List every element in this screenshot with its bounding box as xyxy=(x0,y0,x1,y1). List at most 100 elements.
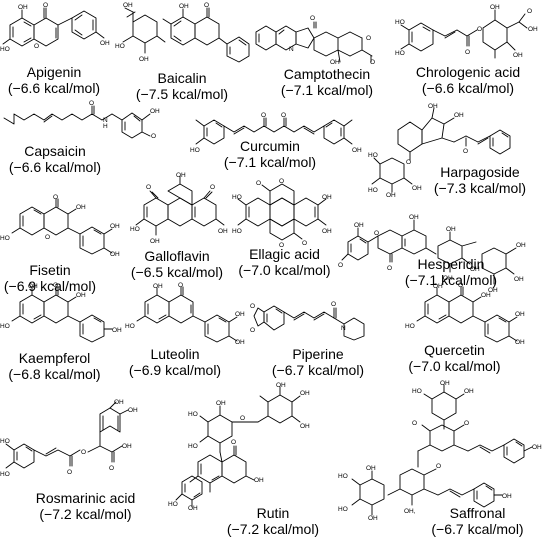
compound-name: Rosmarinic acid xyxy=(35,490,136,506)
oh-label: OH xyxy=(150,108,160,115)
oh-label: OH xyxy=(322,228,332,235)
oh-label: OH xyxy=(128,407,138,414)
oh-label: OH xyxy=(276,382,286,389)
ho-label: HO xyxy=(188,443,198,450)
oh-label: OH xyxy=(368,515,378,522)
o-label: O xyxy=(146,184,151,191)
binding-energy: (−7.1 kcal/mol) xyxy=(404,272,498,288)
capsaicin-structure: O H N OH O xyxy=(0,96,180,141)
compound-name: Luteolin xyxy=(150,346,200,362)
binding-energy: (−7.2 kcal/mol) xyxy=(226,521,320,537)
compound-name: Galloflavin xyxy=(144,248,210,264)
compound-name: Piperine xyxy=(292,346,344,362)
binding-energy: (−6.5 kcal/mol) xyxy=(130,264,224,280)
o-label: O xyxy=(302,240,307,247)
o-label: O xyxy=(250,327,255,334)
hesperidin-structure: OH O O O OH OH OH OH OH OH OH xyxy=(338,202,550,300)
kaempferol-structure: OH O OH HO OH xyxy=(0,282,125,344)
ellagic-acid-structure: O O O O HO HO OH OH xyxy=(232,175,332,249)
o-label: O xyxy=(464,420,469,427)
chlorogenic-acid-structure: HO HO O O OH O OH OH xyxy=(395,0,550,64)
o-label: O xyxy=(240,415,245,422)
compound-name: Quercetin xyxy=(424,342,485,358)
o-label: O xyxy=(281,112,286,119)
galloflavin-label: Galloflavin (−6.5 kcal/mol) xyxy=(127,248,227,280)
compound-name: Ellagic acid xyxy=(249,246,320,262)
oh-label: OH xyxy=(28,283,38,290)
ho-label: HO xyxy=(130,226,140,233)
oh-label: OH xyxy=(488,287,498,294)
saffronal-label: Saffronal (−6.7 kcal/mol) xyxy=(420,505,535,537)
compound-name: Hesperidin xyxy=(417,256,485,272)
capsaicin-label: Capsaicin (−6.6 kcal/mol) xyxy=(0,143,110,175)
rutin-label: Rutin (−7.2 kcal/mol) xyxy=(218,505,328,537)
oh-label: OH xyxy=(532,444,542,451)
kaempferol-label: Kaempferol (−6.8 kcal/mol) xyxy=(2,350,107,382)
o-label: O xyxy=(250,303,255,310)
harpagoside-label: Harpagoside (−7.3 kcal/mol) xyxy=(425,164,535,196)
n-label: N xyxy=(103,117,108,124)
ho-label: HO xyxy=(125,323,135,330)
oh-label: OH xyxy=(515,339,525,346)
compound-name: Fisetin xyxy=(29,262,71,278)
oh-label: OH xyxy=(412,185,422,192)
binding-energy: (−7.1 kcal/mol) xyxy=(223,154,317,170)
fisetin-label: Fisetin (−6.9 kcal/mol) xyxy=(0,262,100,294)
o-label: O xyxy=(178,282,183,289)
oh-label: OH xyxy=(446,226,456,233)
oh-label: OH xyxy=(409,214,419,221)
oh-label: OH xyxy=(114,399,124,406)
oh-label: OH xyxy=(454,112,464,119)
o-label: O xyxy=(53,194,58,201)
luteolin-label: Luteolin (−6.9 kcal/mol) xyxy=(125,346,225,378)
oh-label: OH xyxy=(139,56,149,63)
ho-label: HO xyxy=(0,235,10,242)
quercetin-label: Quercetin (−7.0 kcal/mol) xyxy=(402,342,507,374)
luteolin-structure: OH O HO OH OH xyxy=(125,282,250,346)
binding-energy: (−7.2 kcal/mol) xyxy=(39,506,132,522)
ellagic-acid-label: Ellagic acid (−7.0 kcal/mol) xyxy=(232,246,337,278)
o-label: O xyxy=(89,100,94,107)
oh-label: OH xyxy=(502,493,512,500)
compound-name: Harpagoside xyxy=(440,164,520,180)
ho-label: HO xyxy=(188,411,198,418)
curcumin-structure: O O HO OH xyxy=(190,108,365,156)
compound-name: Saffronal xyxy=(449,505,506,521)
oh-comma-label: OH, xyxy=(404,508,416,515)
quercetin-structure: OH O OH HO OH OH xyxy=(405,282,530,346)
oh-label: OH xyxy=(366,465,376,472)
oh-label: OH xyxy=(216,400,226,407)
ho-label: HO xyxy=(0,46,10,53)
binding-energy: (−6.6 kcal/mol) xyxy=(8,159,102,175)
o-label: O xyxy=(387,265,392,272)
o-label: O xyxy=(109,465,114,472)
binding-energy: (−6.9 kcal/mol) xyxy=(3,278,97,294)
o-label: O xyxy=(366,35,371,42)
oh-label: OH xyxy=(386,192,396,199)
ho-label: HO xyxy=(190,147,200,154)
oh-label: OH xyxy=(100,40,110,47)
ho-label: HO xyxy=(412,388,422,395)
oh-label: OH xyxy=(110,251,120,258)
o-label: O xyxy=(331,301,336,308)
galloflavin-structure: OH O O HO OH OH xyxy=(130,172,230,247)
binding-energy: (−6.9 kcal/mol) xyxy=(128,362,222,378)
oh-label: OH xyxy=(235,339,245,346)
binding-energy: (−7.5 kcal/mol) xyxy=(135,86,229,102)
oh-label: OH xyxy=(470,266,480,273)
o-label: O xyxy=(53,282,58,289)
ho-label: HO xyxy=(0,471,10,478)
compound-name: Curcumin xyxy=(240,138,300,154)
compound-name: Capsaicin xyxy=(24,143,86,159)
rosmarinic-acid-structure: HO HO O O O OH OH OH xyxy=(0,399,150,480)
binding-energy: (−6.7 kcal/mol) xyxy=(271,362,365,378)
n-label: N xyxy=(341,325,346,332)
saffronal-structure: OH OH HO O O OH O OH OH, OH HO HO OH xyxy=(338,380,550,522)
camptothecin-structure: N O O O OH xyxy=(252,4,382,66)
oh-label: OH xyxy=(254,477,264,484)
hesperidin-label: Hesperidin (−7.1 kcal/mol) xyxy=(395,256,507,288)
chlorogenic-acid-label: Chrologenic acid (−6.6 kcal/mol) xyxy=(403,64,533,96)
oh-label: OH xyxy=(481,292,491,299)
oh-label: OH xyxy=(218,228,228,235)
